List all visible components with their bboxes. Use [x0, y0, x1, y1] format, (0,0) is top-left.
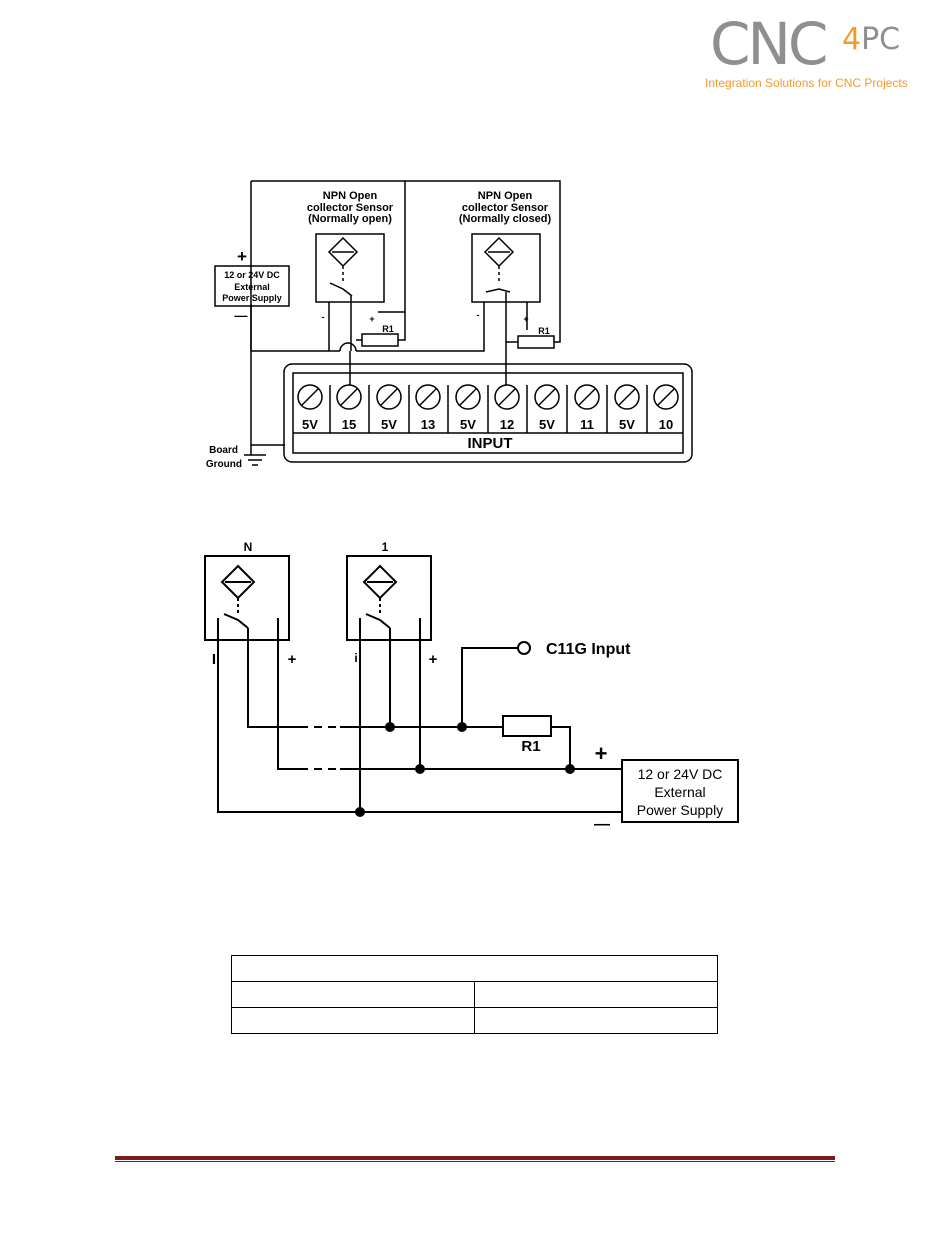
table-cell	[231, 981, 475, 1008]
terminal-label-6: 12	[500, 417, 514, 432]
logo-four: 4	[842, 22, 862, 57]
sensor-1-plus: +	[429, 651, 438, 668]
ps2-minus: —	[594, 816, 610, 833]
logo-cnc-text: CNC	[710, 10, 828, 78]
terminal-label-2: 15	[342, 417, 356, 432]
table-cell	[474, 1007, 718, 1034]
logo-4pc-text: 4PC	[842, 24, 900, 56]
terminal-label-9: 5V	[619, 417, 635, 432]
ps1-label-2: External	[234, 282, 270, 292]
ps1-label-1: 12 or 24V DC	[224, 270, 280, 280]
resistor-r1-left-label: R1	[382, 324, 394, 334]
table-cell	[474, 981, 718, 1008]
terminal-block-inner	[292, 372, 684, 454]
sensor-left-label-2: collector Sensor	[307, 202, 394, 214]
sensor-left-box	[315, 233, 385, 303]
wiring-diagram-terminal: NPN Open collector Sensor (Normally open…	[206, 180, 693, 470]
terminal-label-7: 5V	[539, 417, 555, 432]
company-logo: CNC 4PC Integration Solutions for CNC Pr…	[700, 12, 930, 97]
ps1-plus: +	[237, 247, 247, 266]
table-row	[231, 1007, 718, 1034]
junction-dots	[355, 722, 575, 817]
table-cell	[231, 955, 718, 982]
board-ground-label-1: Board	[209, 445, 238, 456]
logo-tagline: Integration Solutions for CNC Projects	[705, 76, 908, 90]
terminal-screws	[297, 384, 679, 410]
resistor-r1-bus	[502, 715, 552, 737]
footer-divider	[115, 1156, 835, 1162]
resistor-r1-right-label: R1	[538, 326, 550, 336]
sensor-right-label-1: NPN Open	[478, 190, 533, 202]
sensor-n-label: N	[244, 540, 253, 554]
ps2-label-1: 12 or 24V DC	[638, 766, 723, 782]
ps2-label-2: External	[654, 784, 705, 800]
wiring-diagram-bus: N 1 C11G Input R1 + — I + i + 12 or 24V …	[204, 540, 739, 833]
sensor-right-minus: -	[477, 310, 480, 320]
sensor-left-minus: -	[322, 312, 325, 322]
logo-pc: PC	[861, 22, 901, 57]
resistor-r1-bus-label: R1	[521, 738, 540, 755]
spec-table	[231, 955, 718, 1034]
terminal-label-3: 5V	[381, 417, 397, 432]
board-ground-label-2: Ground	[206, 459, 242, 470]
power-supply-box	[214, 265, 290, 307]
sensor-left-plus: +	[369, 314, 374, 324]
sensor-n-minus: I	[212, 651, 216, 668]
ps2-label-3: Power Supply	[637, 802, 723, 818]
wire-top-right	[405, 180, 561, 343]
terminal-label-10: 10	[659, 417, 673, 432]
c11g-input-terminal	[517, 641, 531, 655]
terminal-label-5: 5V	[460, 417, 476, 432]
sensor-left-label-3: (Normally open)	[308, 213, 392, 225]
c11g-input-label: C11G Input	[546, 641, 631, 658]
terminal-label-1: 5V	[302, 417, 318, 432]
input-block-label: INPUT	[468, 435, 513, 452]
table-row	[231, 955, 718, 982]
terminal-label-8: 11	[580, 417, 594, 432]
table-cell	[231, 1007, 475, 1034]
wire-top-left	[251, 180, 406, 313]
sensor-right-label-2: collector Sensor	[462, 202, 549, 214]
sensor-left-label-1: NPN Open	[323, 190, 378, 202]
sensor-n-plus: +	[288, 651, 297, 668]
ps1-label-3: Power Supply	[222, 293, 282, 303]
ps2-plus: +	[595, 741, 608, 766]
power-supply-bus-box	[621, 759, 739, 823]
sensor-right-plus: +	[523, 314, 528, 324]
sensor-right-label-3: (Normally closed)	[459, 213, 552, 225]
sensor-1-label: 1	[382, 540, 389, 554]
terminal-label-4: 13	[421, 417, 435, 432]
terminal-block-outer	[283, 363, 693, 463]
ps1-minus: —	[235, 308, 248, 323]
table-row	[231, 981, 718, 1008]
sensor-1-minus: i	[354, 651, 357, 665]
